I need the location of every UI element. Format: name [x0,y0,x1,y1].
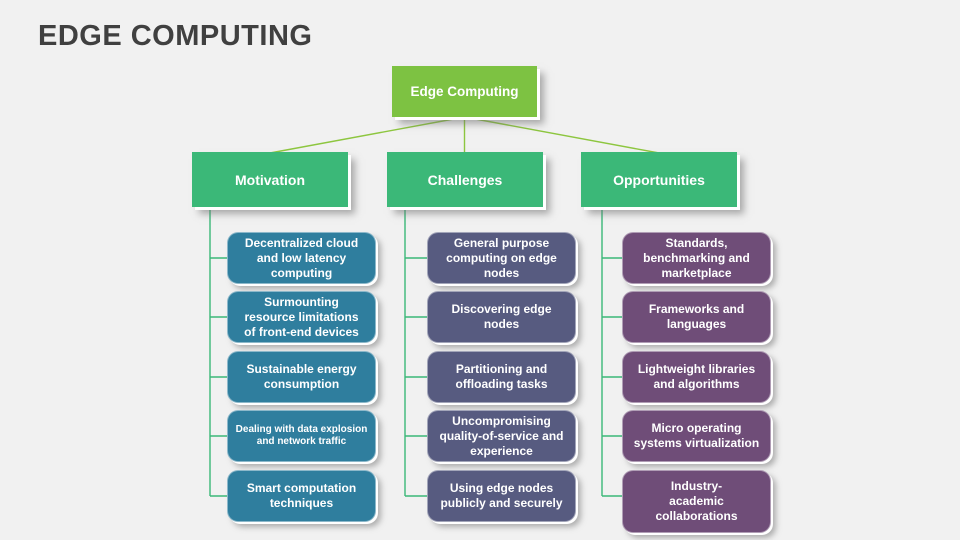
node-edge-computing: Edge Computing [392,66,537,117]
root-connectors [269,116,660,154]
node-motivation: Motivation [192,152,348,207]
opportunities-connectors [601,206,622,497]
node-challenges-item-4: Uncompromising quality-of-service and ex… [427,410,576,462]
node-motivation-item-4: Dealing with data explosion and network … [227,410,376,462]
node-challenges-item-2: Discovering edge nodes [427,291,576,343]
node-opportunities: Opportunities [581,152,737,207]
node-opportunities-item-4: Micro operating systems virtualization [622,410,771,462]
node-motivation-item-3: Sustainable energy consumption [227,351,376,403]
node-motivation-item-2: Surmounting resource limitations of fron… [227,291,376,343]
node-challenges: Challenges [387,152,543,207]
slide-title: EDGE COMPUTING [38,20,313,52]
node-challenges-item-5: Using edge nodes publicly and securely [427,470,576,522]
node-challenges-item-1: General purpose computing on edge nodes [427,232,576,284]
node-opportunities-item-1: Standards, benchmarking and marketplace [622,232,771,284]
challenges-connectors [404,206,427,497]
node-opportunities-item-5: Industry-academic collaborations [622,470,771,533]
node-motivation-item-5: Smart computation techniques [227,470,376,522]
node-opportunities-item-3: Lightweight libraries and algorithms [622,351,771,403]
node-challenges-item-3: Partitioning and offloading tasks [427,351,576,403]
motivation-connectors [209,206,227,497]
connector-root-to-motivation [269,116,465,154]
connector-root-to-opportunities [464,116,660,154]
node-motivation-item-1: Decentralized cloud and low latency comp… [227,232,376,284]
node-opportunities-item-2: Frameworks and languages [622,291,771,343]
